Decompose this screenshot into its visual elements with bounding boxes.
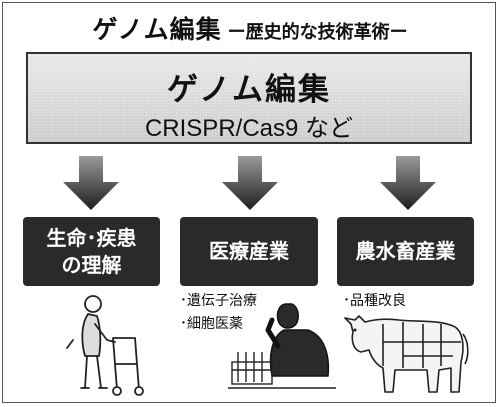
banner-subheading: CRISPR/Cas9 など — [144, 115, 354, 142]
cattle-beef-cuts-icon — [344, 315, 469, 393]
genome-editing-banner: ゲノム編集 CRISPR/Cas9 など — [26, 52, 472, 144]
category-box-agriculture: 農水畜産業 — [337, 217, 474, 286]
category-box-life-disease: 生命･疾患 の理解 — [23, 217, 160, 286]
bullet-breeding: ･品種改良 — [343, 293, 406, 309]
category-label: 生命･疾患 の理解 — [46, 225, 137, 277]
category-label: 農水畜産業 — [355, 239, 456, 263]
title-main: ゲノム編集 — [92, 15, 222, 44]
bullet-cell-medicine: ･細胞医薬 — [180, 316, 243, 332]
category-label: 医療産業 — [209, 239, 289, 263]
figure-title: ゲノム編集ー歴史的な技術革術ー — [0, 10, 500, 46]
bullet-gene-therapy: ･遺伝子治療 — [180, 293, 257, 309]
category-box-medical-industry: 医療産業 — [180, 217, 318, 286]
down-arrow-icon — [63, 156, 119, 210]
elderly-person-walker-icon — [66, 295, 144, 396]
banner-heading: ゲノム編集 — [166, 72, 332, 108]
researcher-with-test-tubes-icon — [228, 303, 336, 389]
title-subtitle: ー歴史的な技術革術ー — [227, 22, 408, 43]
down-arrow-icon — [222, 156, 278, 210]
down-arrow-icon — [380, 156, 436, 210]
